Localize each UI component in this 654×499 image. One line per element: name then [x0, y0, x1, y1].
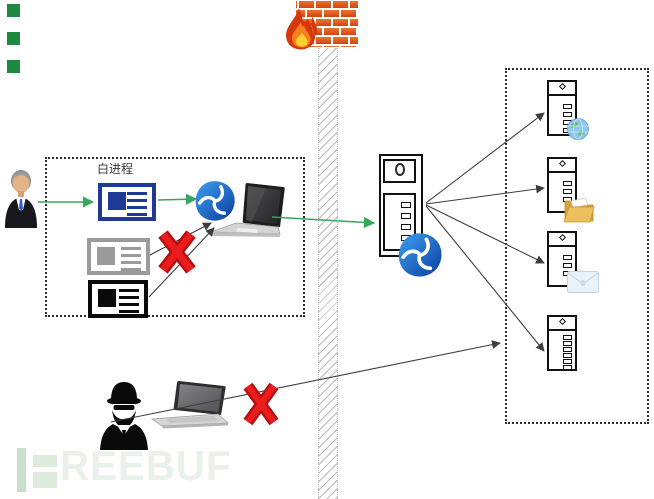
whitelist-process-box: 白进程	[45, 157, 305, 317]
mail-icon	[567, 271, 599, 293]
drive-bay	[563, 181, 572, 186]
freebuf-logo-block	[33, 455, 57, 467]
card-photo-block	[108, 192, 126, 210]
power-button	[394, 163, 405, 176]
drive-bay	[563, 255, 572, 260]
server-top-panel	[383, 159, 416, 183]
drive-bay	[563, 263, 572, 268]
card-photo-block	[97, 247, 115, 265]
card-text-lines	[127, 192, 147, 217]
server-top-panel	[549, 159, 575, 173]
drive-bay	[563, 347, 572, 352]
whitelisted-process-card-icon	[98, 183, 156, 221]
laptop-icon	[210, 183, 285, 237]
drive-bay	[563, 365, 572, 370]
hacker-icon	[100, 382, 148, 450]
server-top-panel	[549, 233, 575, 247]
card-text-lines	[119, 289, 139, 314]
freebuf-watermark: REEBUF	[14, 442, 314, 497]
whitelist-process-label: 白进程	[97, 162, 134, 176]
card-photo-block	[98, 289, 116, 307]
freebuf-logo-block	[33, 472, 57, 488]
drive-bay	[563, 359, 572, 364]
drive-bay	[563, 341, 572, 346]
drive-bay	[563, 104, 572, 109]
drive-bay	[401, 213, 411, 219]
power-button	[558, 82, 566, 91]
green-handle	[7, 32, 20, 45]
drive-bay	[401, 224, 411, 230]
folder-icon	[563, 197, 595, 223]
green-handle	[7, 4, 20, 17]
server-top-panel	[549, 82, 575, 96]
black-process-card-icon	[88, 280, 148, 318]
server-top-panel	[549, 317, 575, 331]
drive-bay	[563, 112, 572, 117]
power-button	[558, 233, 566, 242]
user-icon	[5, 170, 37, 228]
drive-bay	[563, 189, 572, 194]
network-boundary-wall	[318, 48, 338, 499]
power-button	[558, 159, 566, 168]
flame-core	[296, 33, 308, 47]
plain-server-icon	[547, 315, 577, 371]
blocked-cross-icon	[158, 230, 196, 274]
green-handle	[7, 60, 20, 73]
card-text-lines	[121, 247, 141, 272]
gray-process-card-icon	[87, 238, 150, 275]
drive-bay	[563, 335, 572, 340]
globe-icon	[567, 118, 589, 140]
blocked-cross-icon	[243, 382, 279, 426]
hacker-laptop-icon	[150, 381, 229, 429]
power-button	[558, 317, 566, 326]
firewall-icon	[286, 1, 358, 50]
drive-bay	[401, 202, 411, 208]
drive-bay	[563, 353, 572, 358]
antivirus-logo-icon	[195, 181, 235, 221]
antivirus-logo-icon	[398, 233, 442, 277]
freebuf-logo-bar	[17, 448, 26, 492]
